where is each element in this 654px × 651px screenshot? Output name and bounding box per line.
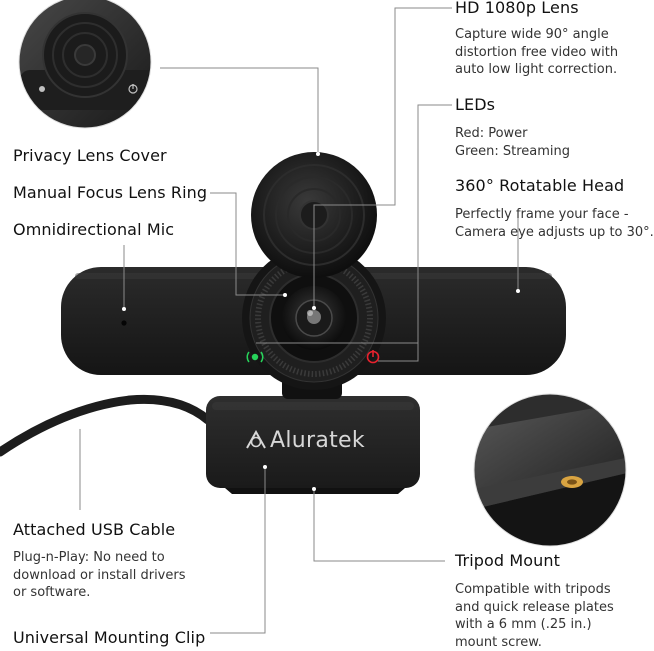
tripod-mount-closeup bbox=[470, 390, 640, 560]
tripod-line: Compatible with tripods bbox=[455, 581, 614, 599]
leds-title: LEDs bbox=[455, 95, 495, 114]
brand-logo-text: Aluratek bbox=[270, 428, 365, 453]
hd-lens-title: HD 1080p Lens bbox=[455, 0, 579, 17]
usb-cable bbox=[0, 399, 208, 452]
rotatable-head-desc: Perfectly frame your face - Camera eye a… bbox=[455, 206, 654, 241]
tripod-desc: Compatible with tripods and quick releas… bbox=[455, 581, 614, 651]
usb-cable-line: or software. bbox=[13, 584, 186, 602]
tripod-line: mount screw. bbox=[455, 634, 614, 651]
usb-cable-desc: Plug-n-Play: No need to download or inst… bbox=[13, 549, 186, 602]
usb-cable-line: Plug-n-Play: No need to bbox=[13, 549, 186, 567]
tripod-line: with a 6 mm (.25 in.) bbox=[455, 616, 614, 634]
hd-lens-line: auto low light correction. bbox=[455, 61, 618, 79]
tripod-line: and quick release plates bbox=[455, 599, 614, 617]
brand-logo: Aluratek bbox=[244, 425, 365, 455]
rotatable-head-line: Camera eye adjusts up to 30°. bbox=[455, 224, 654, 242]
leds-line: Red: Power bbox=[455, 125, 570, 143]
hd-lens-line: distortion free video with bbox=[455, 44, 618, 62]
mic-title: Omnidirectional Mic bbox=[13, 220, 174, 239]
hd-lens-line: Capture wide 90° angle bbox=[455, 26, 618, 44]
mounting-clip-title: Universal Mounting Clip bbox=[13, 628, 205, 647]
leds-line: Green: Streaming bbox=[455, 143, 570, 161]
focus-ring-title: Manual Focus Lens Ring bbox=[13, 183, 207, 202]
rotatable-head-title: 360° Rotatable Head bbox=[455, 176, 624, 195]
usb-cable-line: download or install drivers bbox=[13, 567, 186, 585]
privacy-cover-closeup bbox=[15, 0, 165, 140]
hd-lens-desc: Capture wide 90° angle distortion free v… bbox=[455, 26, 618, 79]
mic-hole bbox=[121, 320, 126, 325]
tripod-title: Tripod Mount bbox=[455, 551, 560, 570]
rotatable-head-line: Perfectly frame your face - bbox=[455, 206, 654, 224]
privacy-cover-title: Privacy Lens Cover bbox=[13, 146, 167, 165]
usb-cable-title: Attached USB Cable bbox=[13, 520, 175, 539]
leds-desc: Red: Power Green: Streaming bbox=[455, 125, 570, 160]
aluratek-mark-icon bbox=[244, 428, 268, 452]
